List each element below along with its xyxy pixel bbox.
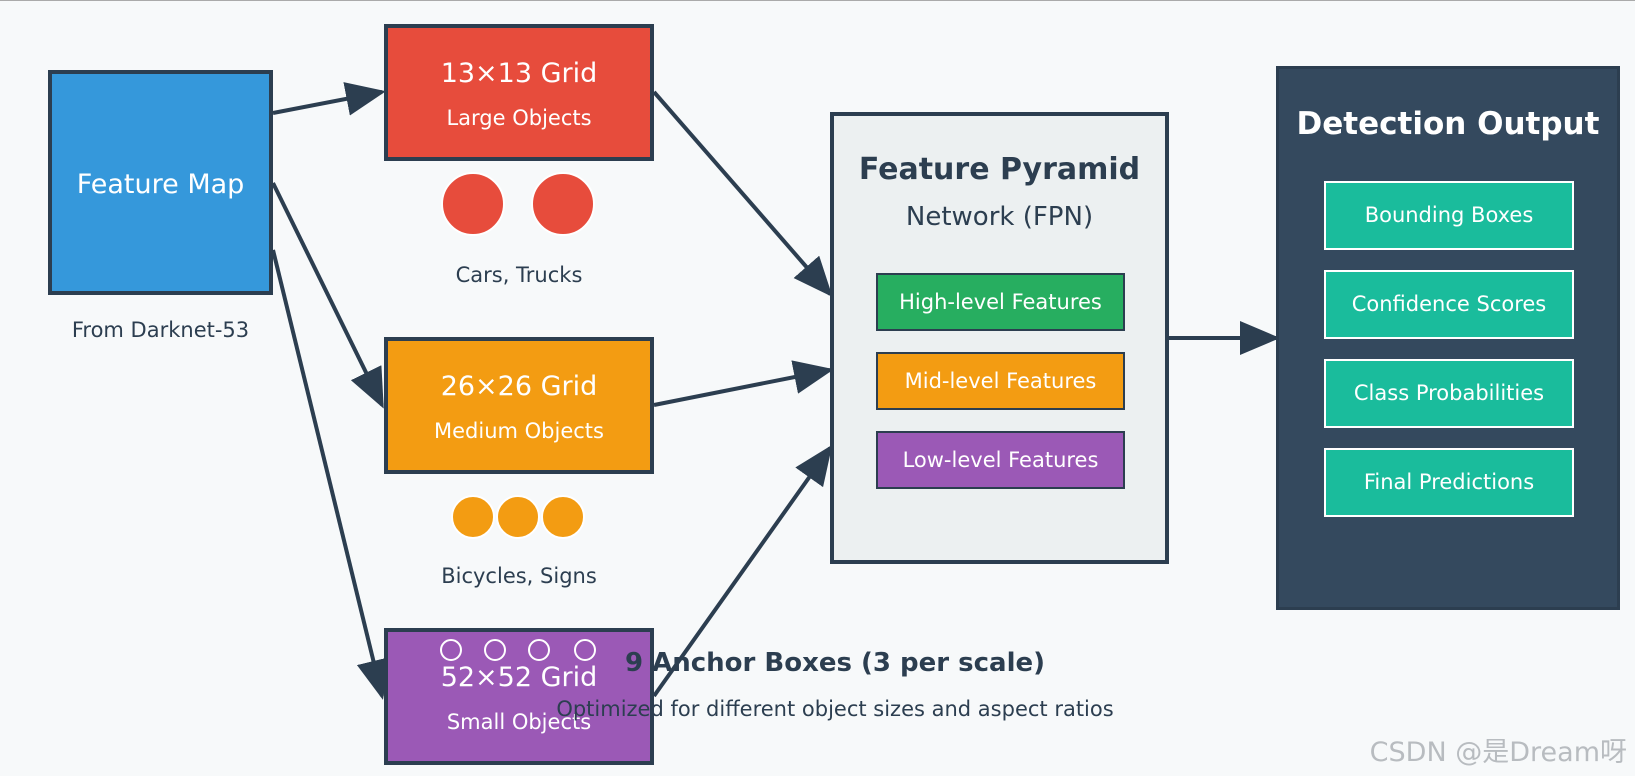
grid-26-box: 26×26 Grid Medium Objects	[384, 337, 654, 474]
detection-output-title: Detection Output	[1296, 106, 1600, 142]
medium-object-dot	[541, 495, 585, 539]
large-object-dot	[531, 172, 595, 236]
grid-26-subtitle: Medium Objects	[434, 419, 604, 443]
grid-26-caption: Bicycles, Signs	[441, 564, 597, 588]
grid-52-subtitle: Small Objects	[446, 710, 592, 734]
arrow-featuremap-to-13grid	[272, 82, 386, 116]
arrow-26grid-to-fpn	[653, 360, 834, 407]
low-level-features: Low-level Features	[876, 431, 1125, 489]
small-object-dot	[484, 639, 506, 661]
feature-map-title: Feature Map	[76, 169, 245, 200]
grid-26-title: 26×26 Grid	[440, 371, 598, 402]
output-item-final-predictions: Final Predictions	[1324, 448, 1574, 517]
mid-level-features: Mid-level Features	[876, 352, 1125, 410]
feature-map-caption: From Darknet-53	[71, 318, 250, 342]
grid-13-box: 13×13 Grid Large Objects	[384, 24, 654, 161]
high-level-features: High-level Features	[876, 273, 1125, 331]
arrow-featuremap-to-26grid	[271, 182, 384, 409]
arrow-13grid-to-fpn	[652, 90, 833, 298]
top-border	[0, 0, 1635, 1]
small-object-dot	[574, 639, 596, 661]
fpn-subtitle: Network (FPN)	[905, 202, 1094, 232]
feature-map-box: Feature Map	[48, 70, 273, 295]
anchor-boxes-title: 9 Anchor Boxes (3 per scale)	[624, 648, 1046, 678]
output-item-bounding-boxes: Bounding Boxes	[1324, 181, 1574, 250]
grid-13-subtitle: Large Objects	[446, 106, 592, 130]
output-item-class-probabilities: Class Probabilities	[1324, 359, 1574, 428]
arrow-52grid-to-fpn	[652, 444, 833, 698]
detection-output-box: Detection Output Bounding Boxes Confiden…	[1276, 66, 1620, 610]
grid-52-box: 52×52 Grid Small Objects	[384, 628, 654, 765]
output-item-confidence-scores: Confidence Scores	[1324, 270, 1574, 339]
fpn-title: Feature Pyramid	[858, 152, 1141, 187]
fpn-box: Feature Pyramid Network (FPN) High-level…	[830, 112, 1169, 564]
small-object-dot	[440, 639, 462, 661]
watermark: CSDN @是Dream呀	[1369, 737, 1627, 768]
grid-13-title: 13×13 Grid	[440, 58, 598, 89]
grid-13-caption: Cars, Trucks	[455, 263, 583, 287]
arrow-featuremap-to-52grid	[271, 249, 390, 700]
anchor-boxes-subtitle: Optimized for different object sizes and…	[556, 697, 1114, 721]
medium-object-dot	[496, 495, 540, 539]
large-object-dot	[441, 172, 505, 236]
medium-object-dot	[451, 495, 495, 539]
small-object-dot	[528, 639, 550, 661]
grid-52-title: 52×52 Grid	[440, 662, 598, 693]
